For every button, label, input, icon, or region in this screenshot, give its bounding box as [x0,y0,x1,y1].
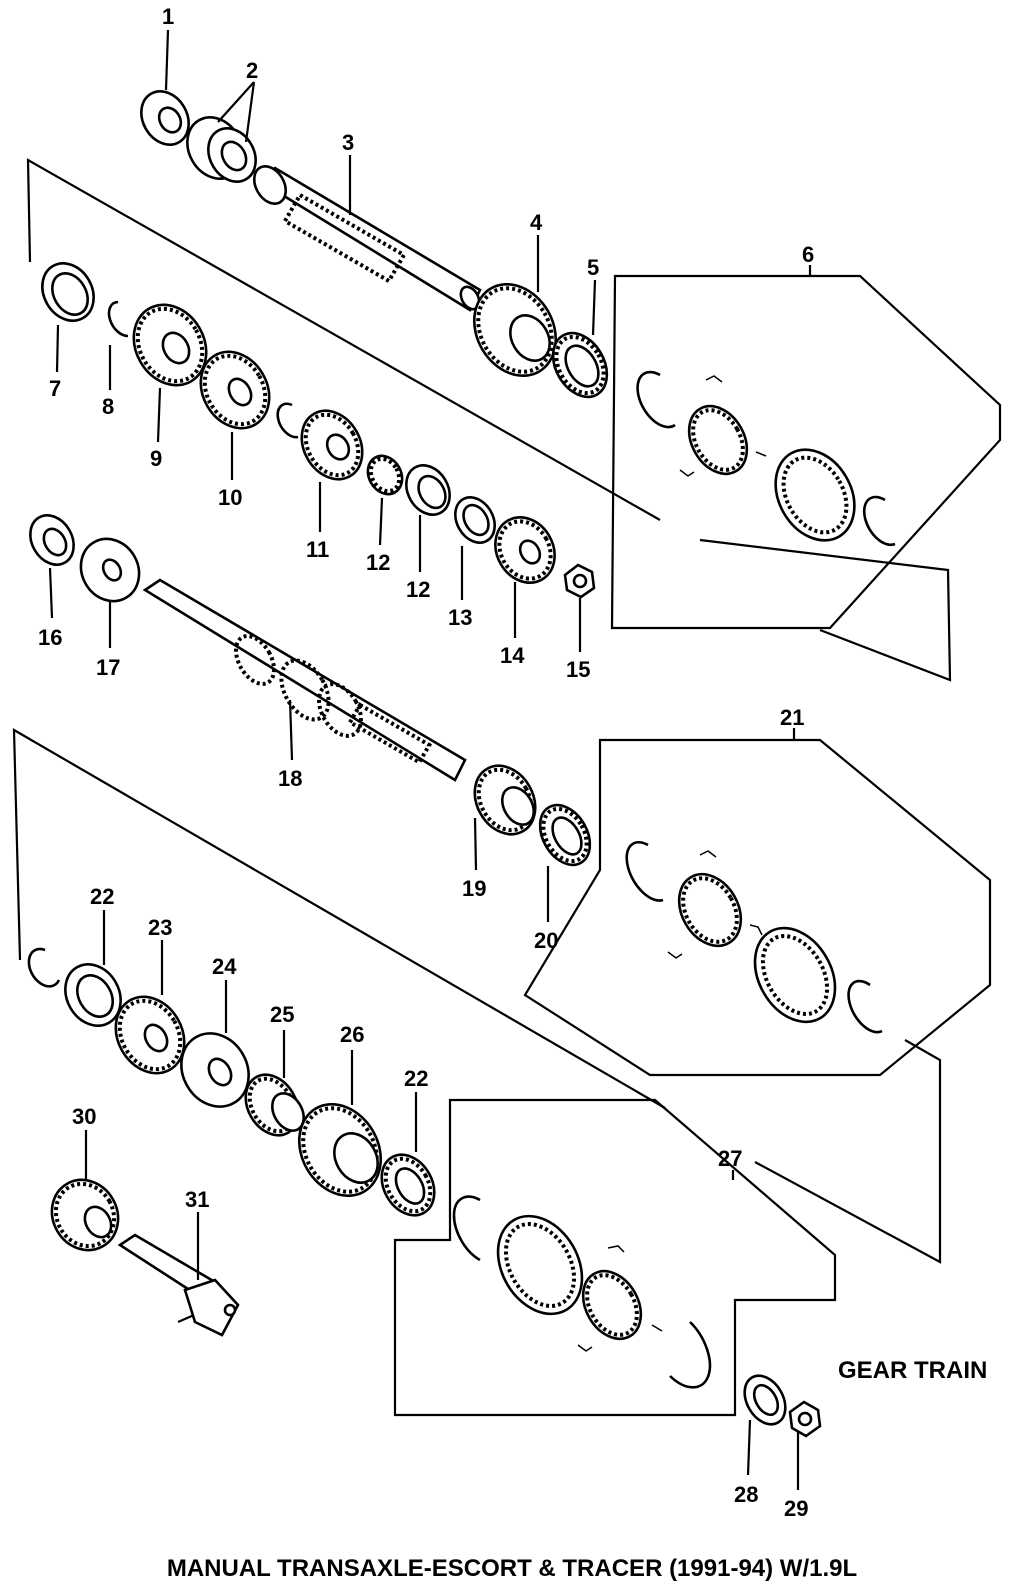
callout-21: 21 [780,705,804,730]
part-3-input-shaft [252,165,482,312]
part-30-gear [50,1178,120,1252]
leader-lines [48,29,812,1490]
part-19-gear [473,764,537,836]
callout-labels: 1 2 3 4 5 6 7 8 9 10 11 12 12 13 14 15 1… [38,4,814,1521]
part-8-snap-ring [107,300,129,338]
assembly-outlines [12,158,1002,1417]
callout-28: 28 [734,1482,758,1507]
part-12-bearing [366,454,404,496]
lower-group-boundary [12,728,666,1109]
callout-4: 4 [530,210,543,235]
callout-12b: 12 [406,577,430,602]
callout-1: 1 [162,4,174,29]
callout-31: 31 [185,1187,209,1212]
callout-22a: 22 [90,884,114,909]
part-18-output-shaft [142,578,467,782]
callout-7: 7 [49,376,61,401]
part-16-bearing [29,514,75,566]
callout-30: 30 [72,1104,96,1129]
callout-11: 11 [306,537,329,562]
callout-15: 15 [566,657,590,682]
callout-24: 24 [212,954,237,979]
part-28-washer [743,1374,787,1426]
upper-group-boundary-right [699,538,952,682]
part-1-seal [140,90,190,146]
part-22-synchro-ring-b [380,1153,436,1217]
callout-9: 9 [150,446,162,471]
callout-27: 27 [718,1146,742,1171]
callout-6: 6 [802,242,814,267]
part-14-gear [494,516,556,584]
callout-13: 13 [448,605,472,630]
part-5-synchro-ring [551,331,609,399]
callout-25: 25 [270,1002,294,1027]
synchronizer-21-box [523,738,992,1077]
part-12-sleeve [405,464,451,516]
part-25-needle-bearing [244,1073,306,1137]
part-13-washer [454,496,496,544]
callout-14: 14 [500,643,525,668]
callout-3: 3 [342,130,354,155]
callout-18: 18 [278,766,302,791]
callout-5: 5 [587,255,599,280]
part-snap-ring-small [276,402,299,439]
part-4-gear [472,282,558,378]
part-26-gear [297,1102,383,1198]
upper-group-boundary [26,158,661,521]
callout-22b: 22 [404,1066,428,1091]
synchronizer-27-box [393,1098,837,1417]
callout-23: 23 [148,915,172,940]
part-11-gear [300,409,364,481]
part-6-synchronizer-assembly [636,370,896,547]
part-27-synchronizer-assembly [452,1195,712,1389]
diagram-caption: MANUAL TRANSAXLE-ESCORT & TRACER (1991-9… [167,1555,857,1582]
part-21-synchronizer-assembly [625,840,883,1034]
callout-12a: 12 [366,550,390,575]
lower-group-boundary-right [754,1039,942,1264]
part-snap-ring-22a [27,947,61,988]
part-2-bearing [186,116,257,183]
synchronizer-6-box [610,274,1002,630]
part-9-gear [132,303,208,387]
part-20-synchro-ring [538,803,592,867]
part-7-seal-ring [41,262,95,322]
part-24-bearing [180,1032,250,1108]
part-22-synchro-ring [64,963,122,1027]
callout-26: 26 [340,1022,364,1047]
part-10-gear [199,350,271,430]
part-31-shaft [117,1233,240,1337]
callout-17: 17 [96,655,120,680]
callout-29: 29 [784,1496,808,1521]
callout-10: 10 [218,485,242,510]
callout-20: 20 [534,928,558,953]
callout-2: 2 [246,58,258,83]
section-title: GEAR TRAIN [838,1357,987,1384]
callout-19: 19 [462,876,486,901]
callout-16: 16 [38,625,62,650]
part-23-gear [114,995,186,1075]
callout-8: 8 [102,394,114,419]
part-15-nut [563,563,596,599]
part-17-bearing [79,537,141,603]
part-29-nut [788,1400,822,1438]
